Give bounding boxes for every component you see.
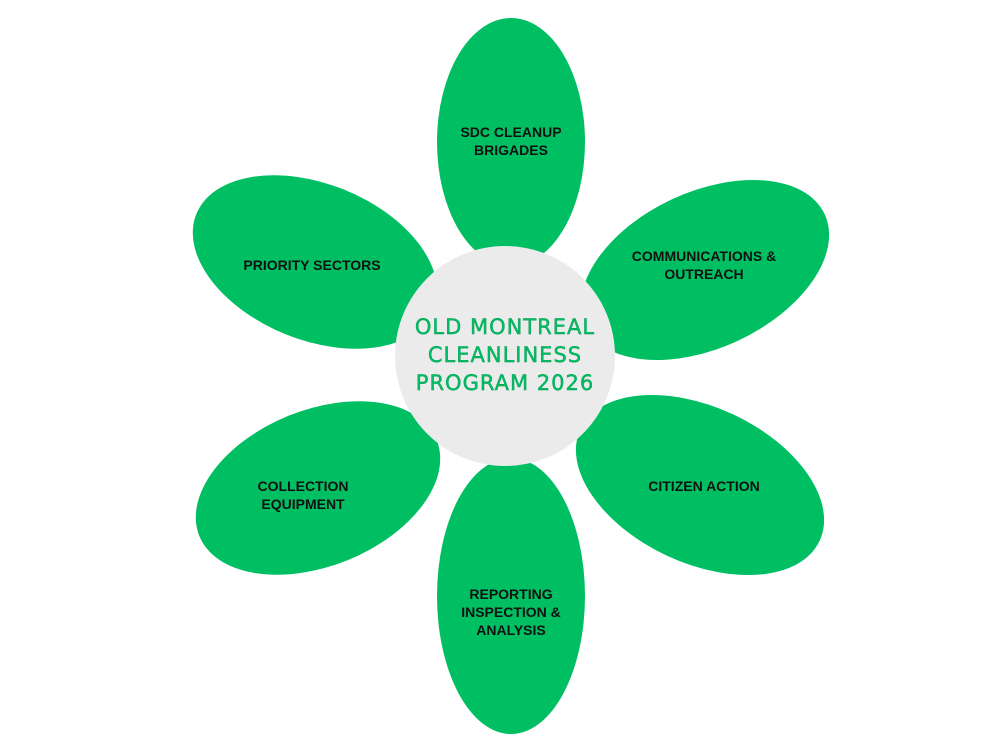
diagram-title: OLD MONTREAL CLEANLINESS PROGRAM 2026 <box>414 315 596 395</box>
center-circle <box>395 246 615 466</box>
petal-label-communications-outreach: COMMUNICATIONS & OUTREACH <box>631 248 777 282</box>
petal-bottom <box>437 458 585 734</box>
petal-label-reporting-inspection-analysis: REPORTING INSPECTION & ANALYSIS <box>461 586 561 638</box>
petal-label-sdc-cleanup-brigades: SDC CLEANUP BRIGADES <box>460 124 562 158</box>
petal-upper-left <box>192 175 438 349</box>
petal-lower-right <box>575 394 825 576</box>
petal-label-citizen-action: CITIZEN ACTION <box>648 478 760 494</box>
petal-label-priority-sectors: PRIORITY SECTORS <box>243 257 381 273</box>
petal-label-collection-equipment: COLLECTION EQUIPMENT <box>257 478 349 512</box>
petal-lower-left <box>195 401 441 575</box>
petal-upper-right <box>580 179 830 361</box>
petal-top <box>437 18 585 266</box>
